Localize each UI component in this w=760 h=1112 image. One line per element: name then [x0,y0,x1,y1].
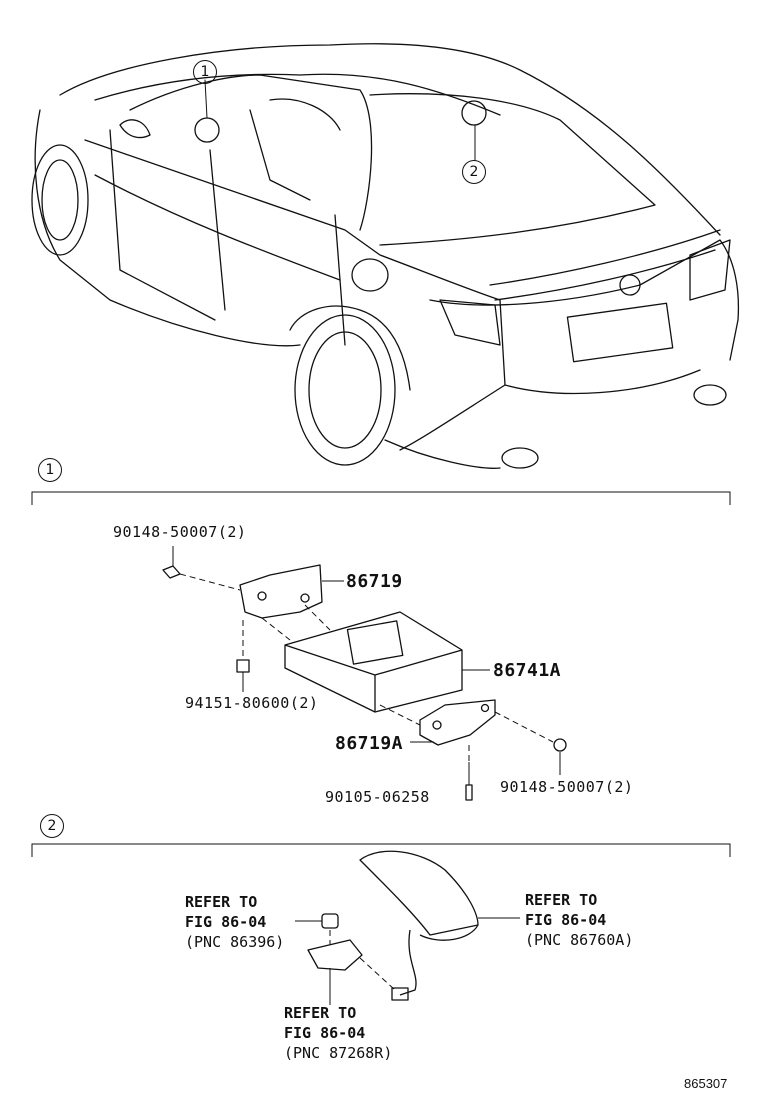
ref-left-line2: FIG 86-04 [185,913,267,931]
bolt-right-shape [553,738,567,775]
section-1-marker: 1 [38,458,62,482]
part-bracket-upper: 86719 [346,571,403,592]
clip-shape [307,939,363,1005]
bracket-upper-shape [239,564,344,619]
part-bolt-right: 90148-50007(2) [500,778,634,796]
figure-id: 865307 [684,1076,728,1091]
nut-shape [236,659,250,692]
section1-parts [162,546,567,801]
ref-bottom-line2: FIG 86-04 [284,1024,366,1042]
bracket-lower-shape [410,699,496,746]
ref-left-line1: REFER TO [185,893,258,911]
bolt-top-shape [162,546,181,579]
connector-nut-shape [295,913,339,929]
ref-left: REFER TO FIG 86-04 (PNC 86396) [185,892,284,952]
section2-parts [295,850,520,1005]
module-shape [284,611,490,713]
section-2-marker: 2 [40,814,64,838]
part-nut: 94151-80600(2) [185,694,319,712]
part-bolt-top: 90148-50007(2) [113,523,247,541]
ref-right-line2: FIG 86-04 [525,911,607,929]
part-bracket-lower: 86719A [335,733,404,754]
ref-right-line1: REFER TO [525,891,598,909]
ref-right: REFER TO FIG 86-04 (PNC 86760A) [525,890,633,950]
callout-1: 1 [193,60,217,84]
callout-2: 2 [462,160,486,184]
part-screw: 90105-06258 [325,788,430,806]
ref-bottom: REFER TO FIG 86-04 (PNC 87268R) [284,1003,392,1063]
part-module: 86741A [493,660,562,681]
car-illustration [31,43,740,469]
ref-bottom-line1: REFER TO [284,1004,357,1022]
shark-fin-antenna-shape [359,850,520,941]
ref-bottom-line3: (PNC 87268R) [284,1044,393,1062]
section-dividers [31,491,731,857]
ref-right-line3: (PNC 86760A) [525,931,634,949]
ref-left-line3: (PNC 86396) [185,933,285,951]
